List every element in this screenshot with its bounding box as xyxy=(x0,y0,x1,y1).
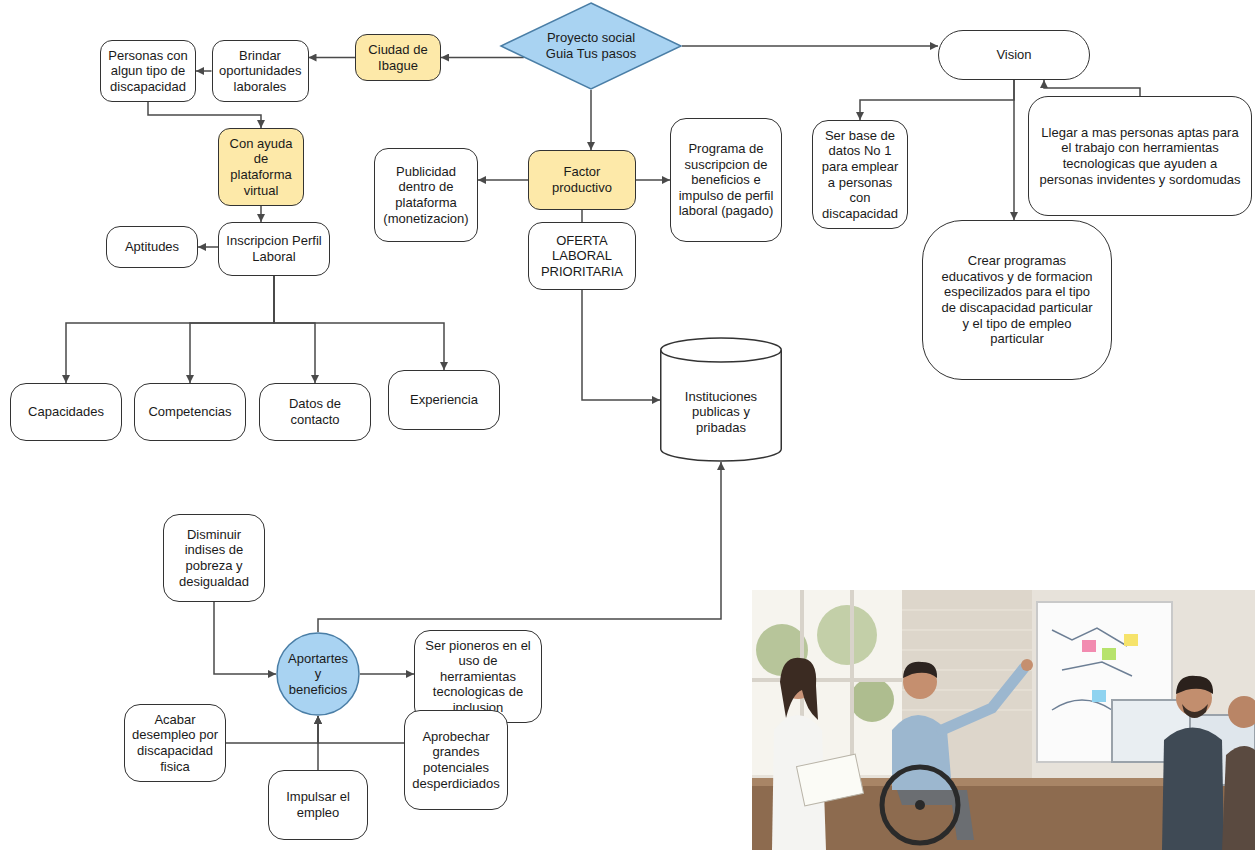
connector xyxy=(360,673,414,675)
connector xyxy=(682,45,938,47)
highlight-box: Ciudad de Ibague xyxy=(355,34,441,81)
node-text: Con ayuda de plataforma virtual xyxy=(226,136,297,198)
connector xyxy=(860,80,1014,120)
process-box: Aptitudes xyxy=(106,226,198,268)
node-text: Competencias xyxy=(142,404,239,420)
process-box: Vision xyxy=(938,30,1090,80)
connector xyxy=(260,206,262,222)
node-text: Publicidad dentro de plataforma (monetiz… xyxy=(382,164,471,226)
connector xyxy=(196,70,212,72)
node-text: Crear programas educativos y de formacio… xyxy=(938,253,1097,347)
connector xyxy=(226,716,318,743)
connector xyxy=(582,290,660,400)
node-text: Impulsar el empleo xyxy=(276,789,361,820)
node-text: Ciudad de Ibague xyxy=(363,42,434,73)
node-text: Aportartes y beneficios xyxy=(287,651,349,698)
process-box: Llegar a mas personas aptas para el trab… xyxy=(1028,96,1252,216)
node-text: Aptitudes xyxy=(114,239,191,255)
connector xyxy=(590,90,592,150)
node-text: OFERTA LABORAL PRIORITARIA xyxy=(536,233,629,280)
node-text: Disminuir indises de pobreza y desiguald… xyxy=(171,527,258,589)
connector xyxy=(581,210,583,222)
process-box: Brindar oportunidades laborales xyxy=(212,40,309,102)
process-box: Competencias xyxy=(134,383,246,441)
node-text: Proyecto social Guia Tus pasos xyxy=(535,30,647,61)
node-text: Ser pioneros en el uso de herramientas t… xyxy=(422,638,535,716)
node-text: Inscripcion Perfil Laboral xyxy=(226,233,323,264)
connector xyxy=(309,57,356,59)
decision-diamond: Proyecto social Guia Tus pasos xyxy=(500,2,682,90)
connector xyxy=(148,102,261,128)
connector xyxy=(1013,80,1015,220)
connector xyxy=(198,246,218,248)
node-text: Brindar oportunidades laborales xyxy=(219,48,301,95)
office-photo xyxy=(752,590,1255,850)
node-text: Aprobechar grandes potenciales desperdic… xyxy=(412,729,501,791)
process-box: Inscripcion Perfil Laboral xyxy=(218,222,330,276)
node-text: Experiencia xyxy=(396,392,493,408)
connector xyxy=(1044,80,1140,96)
process-box: OFERTA LABORAL PRIORITARIA xyxy=(528,222,636,290)
node-text: Factor productivo xyxy=(536,164,629,195)
node-text: Vision xyxy=(949,47,1080,63)
connector xyxy=(636,179,670,181)
process-box: Aprobechar grandes potenciales desperdic… xyxy=(404,710,508,810)
node-text: Personas con algun tipo de discapacidad xyxy=(108,48,189,95)
connector xyxy=(318,716,404,743)
connector xyxy=(317,716,319,770)
process-box: Acabar desempleo por discapacidad fisica xyxy=(124,704,226,782)
node-text: Acabar desempleo por discapacidad fisica xyxy=(132,712,219,774)
connector xyxy=(214,602,276,674)
process-box: Publicidad dentro de plataforma (monetiz… xyxy=(374,148,478,242)
connector xyxy=(318,462,721,632)
process-box: Datos de contacto xyxy=(259,383,371,441)
process-box: Experiencia xyxy=(388,370,500,430)
process-box: Capacidades xyxy=(10,383,122,441)
circle-node: Aportartes y beneficios xyxy=(276,632,360,716)
highlight-box: Con ayuda de plataforma virtual xyxy=(218,128,304,206)
process-box: Ser base de datos No 1 para emplear a pe… xyxy=(812,120,908,229)
connector xyxy=(190,276,274,383)
process-box: Crear programas educativos y de formacio… xyxy=(922,220,1112,380)
node-text: Llegar a mas personas aptas para el trab… xyxy=(1037,125,1244,187)
process-box: Disminuir indises de pobreza y desiguald… xyxy=(163,514,265,602)
database-cylinder: Instituciones publicas y pribadas xyxy=(660,338,782,462)
node-text: Instituciones publicas y pribadas xyxy=(667,389,775,436)
connector xyxy=(66,276,274,383)
connector xyxy=(441,57,524,59)
process-box: Impulsar el empleo xyxy=(268,770,368,840)
connector xyxy=(274,276,444,370)
node-text: Ser base de datos No 1 para emplear a pe… xyxy=(820,128,901,222)
process-box: Personas con algun tipo de discapacidad xyxy=(100,40,196,102)
process-box: Programa de suscripcion de beneficios e … xyxy=(670,118,782,242)
connector xyxy=(478,179,528,181)
node-text: Capacidades xyxy=(18,404,115,420)
connector xyxy=(274,276,315,383)
highlight-box: Factor productivo xyxy=(528,150,636,210)
node-text: Datos de contacto xyxy=(267,396,364,427)
node-text: Programa de suscripcion de beneficios e … xyxy=(678,141,775,219)
